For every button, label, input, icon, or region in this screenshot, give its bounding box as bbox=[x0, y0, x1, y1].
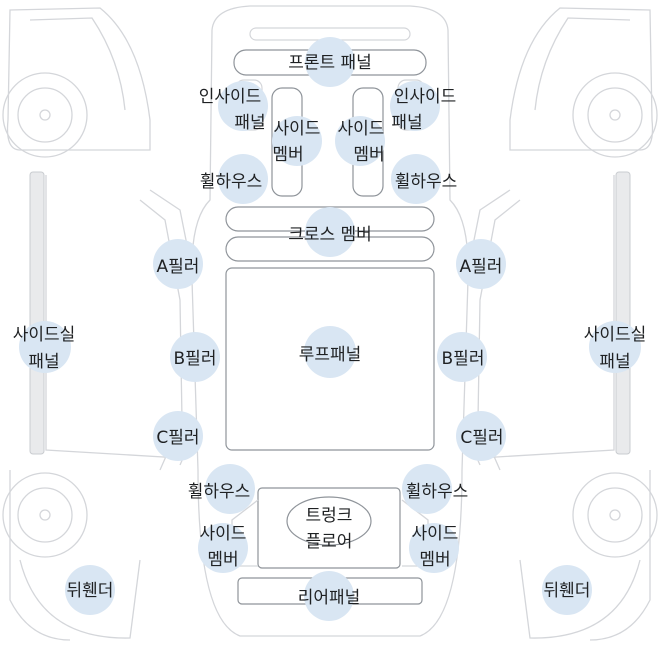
roof-panel-label: 루프패널 bbox=[299, 345, 362, 365]
c-pillar-left-marker: C필러 bbox=[153, 411, 203, 461]
wheel-house-rear-right-label: 휠하우스 bbox=[406, 482, 469, 502]
wheel-house-rear-left-label: 휠하우스 bbox=[188, 482, 251, 502]
right-side-view bbox=[459, 7, 658, 641]
wheel-house-front-right-label: 휠하우스 bbox=[395, 172, 458, 192]
wheel-house-rear-left-marker: 휠하우스 bbox=[188, 464, 255, 514]
wheel-house-front-left-label: 휠하우스 bbox=[200, 172, 263, 192]
rear-panel-marker: 리어패널 bbox=[298, 571, 361, 621]
cross-member-marker: 크로스 멤버 bbox=[288, 207, 372, 257]
a-pillar-right-marker: A필러 bbox=[456, 239, 506, 289]
rear-fender-left-marker: 뒤휀더 bbox=[65, 565, 115, 615]
a-pillar-left-marker: A필러 bbox=[153, 239, 203, 289]
rear-fender-right-marker: 뒤휀더 bbox=[542, 565, 592, 615]
rear-panel-label: 리어패널 bbox=[298, 588, 361, 608]
rear-fender-right-label: 뒤휀더 bbox=[544, 581, 591, 601]
c-pillar-left-label: C필러 bbox=[156, 428, 199, 448]
b-pillar-left-label: B필러 bbox=[174, 349, 217, 369]
front-panel-marker: 프론트 패널 bbox=[288, 37, 372, 87]
b-pillar-left-marker: B필러 bbox=[170, 332, 220, 382]
roof-panel-marker: 루프패널 bbox=[299, 326, 362, 378]
wheel-house-front-right-marker: 휠하우스 bbox=[391, 154, 457, 204]
c-pillar-right-label: C필러 bbox=[460, 428, 503, 448]
wheel-house-front-left-marker: 휠하우스 bbox=[200, 154, 268, 204]
b-pillar-right-label: B필러 bbox=[442, 349, 485, 369]
c-pillar-right-marker: C필러 bbox=[456, 411, 506, 461]
left-side-view bbox=[2, 7, 201, 641]
front-panel-label: 프론트 패널 bbox=[288, 53, 372, 73]
a-pillar-right-label: A필러 bbox=[460, 257, 503, 277]
wheel-house-rear-right-marker: 휠하우스 bbox=[402, 464, 468, 514]
rear-fender-left-label: 뒤휀더 bbox=[67, 581, 114, 601]
b-pillar-right-marker: B필러 bbox=[437, 332, 487, 382]
a-pillar-left-label: A필러 bbox=[157, 257, 200, 277]
cross-member-label: 크로스 멤버 bbox=[288, 225, 372, 245]
